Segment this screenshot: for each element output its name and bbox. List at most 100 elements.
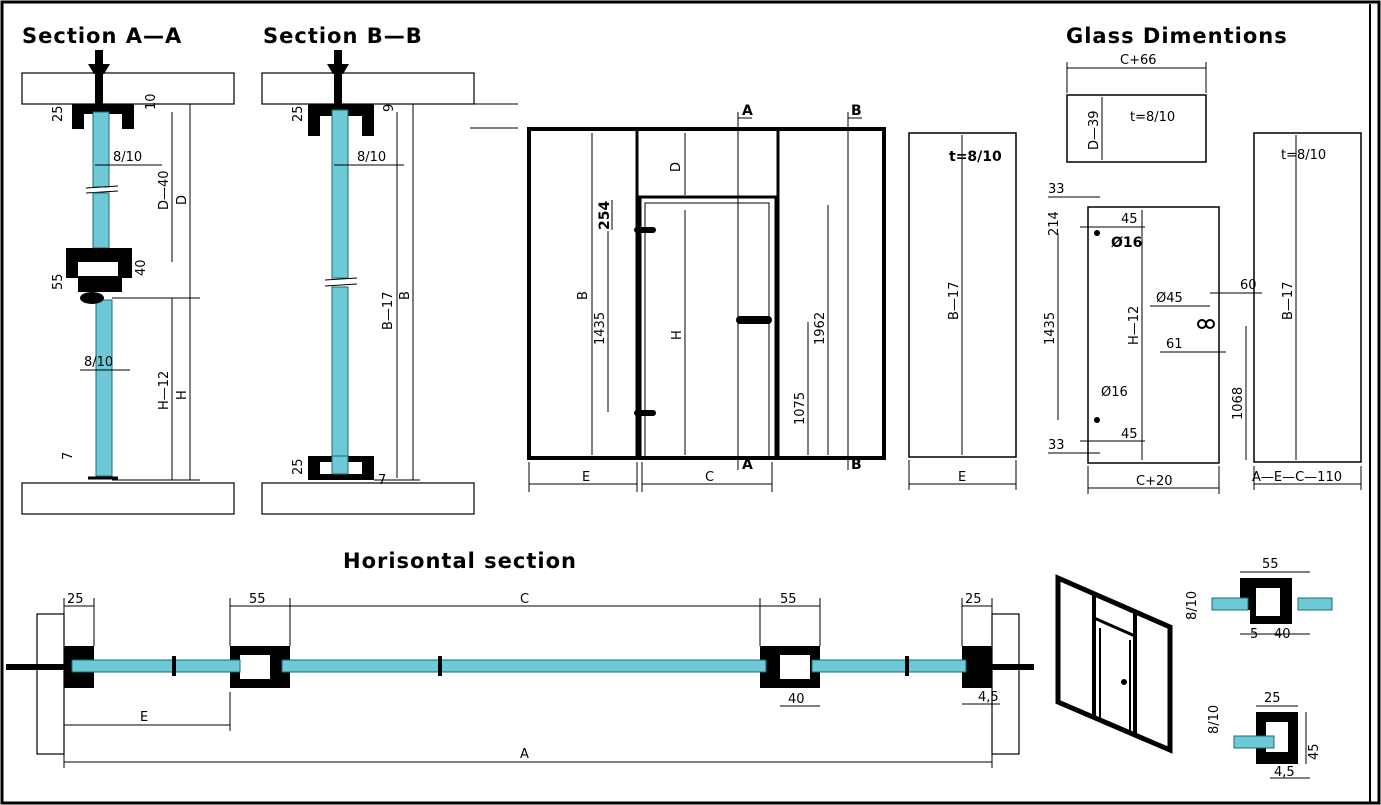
elev-dim-1962: 1962 [813, 312, 828, 345]
elev-dim-1075: 1075 [793, 392, 808, 425]
hz-dim-55-left: 55 [249, 592, 266, 607]
panel-glass-lower [331, 286, 349, 476]
title-glass-dimensions: Glass Dimentions [1066, 24, 1288, 48]
profile-detail-bottom: 25 8/10 45 4,5 [1207, 691, 1322, 780]
side-panel-rect [908, 132, 1017, 458]
horizontal-section: 25 55 C 55 25 E A 40 4,5 [6, 592, 1034, 768]
left-fixed-glass [71, 659, 241, 673]
glass-top-thk: t=8/10 [1130, 110, 1175, 125]
hinge-top [634, 227, 656, 233]
bb-dim-25-bottom: 25 [291, 458, 306, 475]
aa-dim-40: 40 [134, 259, 149, 276]
title-section-bb: Section B—B [263, 24, 423, 48]
glass-side-b-17: B—17 [1281, 282, 1296, 320]
glass-dim-33-top: 33 [1048, 182, 1065, 197]
aa-thk-2: 8/10 [84, 355, 113, 370]
glass-hole-16-top: Ø16 [1111, 235, 1142, 251]
upper-glass [92, 111, 110, 188]
bb-dim-7: 7 [378, 473, 386, 488]
section-bb: 25 9 8/10 B—17 B 25 7 [261, 50, 518, 515]
hz-dim-40: 40 [788, 692, 805, 707]
top-profile-bb [308, 104, 374, 136]
elev-dim-h: H [670, 330, 685, 340]
panel-glass-upper [331, 109, 349, 279]
detail-top-5: 5 [1250, 627, 1258, 642]
front-elevation: A B A B B D 254 1435 H 1962 1075 E C [527, 103, 886, 492]
hz-dim-a: A [520, 747, 529, 762]
side-panel-thk: t=8/10 [949, 149, 1002, 165]
title-section-aa: Section A—A [22, 24, 182, 48]
glass-top-width: C+66 [1120, 53, 1157, 68]
left-wall [36, 613, 65, 755]
section-aa: 25 10 8/10 55 40 8/10 7 D—40 D H—12 H [21, 50, 235, 515]
glass-dimensions: C+66 D—39 t=8/10 33 214 45 Ø16 1435 H—12… [1043, 53, 1362, 494]
hinge-bottom [634, 410, 656, 416]
top-glass-rect [1066, 94, 1207, 163]
glass-top-height: D—39 [1087, 110, 1102, 150]
aa-dim-d: D [175, 195, 190, 205]
glass-dim-45-bottom: 45 [1121, 427, 1138, 442]
elev-dim-c: C [705, 470, 714, 485]
aa-dim-55: 55 [51, 273, 66, 290]
floor-slab-bb [261, 482, 475, 515]
side-panel-e: E [958, 470, 966, 485]
detail-top-40: 40 [1274, 627, 1291, 642]
door-handle [736, 316, 772, 324]
detail-bot-4-5: 4,5 [1274, 765, 1295, 780]
side-panel-b-17: B—17 [947, 282, 962, 320]
bb-dim-9: 9 [382, 104, 397, 112]
door-leaf [638, 195, 778, 460]
elev-dim-254: 254 [597, 201, 613, 230]
title-horizontal-section: Horisontal section [343, 549, 577, 573]
glass-dim-33-bottom: 33 [1048, 438, 1065, 453]
glass-hole-45: Ø45 [1156, 291, 1183, 306]
door-glass [95, 299, 113, 477]
glass-dim-45-top: 45 [1121, 212, 1138, 227]
glass-side-thk: t=8/10 [1281, 148, 1326, 163]
detail-bot-8-10: 8/10 [1207, 705, 1222, 734]
elev-mark-b-top: B [851, 103, 862, 119]
elev-dim-1435: 1435 [593, 312, 608, 345]
ceiling-slab [21, 72, 235, 105]
right-fixed-glass [811, 659, 967, 673]
glass-door-width: C+20 [1136, 474, 1173, 489]
detail-top-55: 55 [1262, 557, 1279, 572]
aa-dim-10: 10 [144, 93, 159, 110]
glass-dim-214: 214 [1047, 211, 1062, 236]
elev-dim-e: E [582, 470, 590, 485]
elev-mark-b-bottom: B [851, 457, 862, 473]
glass-dim-60: 60 [1240, 278, 1257, 293]
ceiling-anchor [95, 50, 103, 110]
hz-dim-55-right: 55 [780, 592, 797, 607]
floor-slab [21, 482, 235, 515]
glass-dim-1068: 1068 [1231, 387, 1246, 420]
elev-mark-a-bottom: A [742, 457, 753, 473]
aa-dim-d-40: D—40 [157, 170, 172, 210]
bb-dim-b-17: B—17 [381, 292, 396, 330]
hz-dim-e: E [140, 710, 148, 725]
aa-dim-h-12: H—12 [157, 371, 172, 410]
bb-thk: 8/10 [357, 150, 386, 165]
aa-dim-25: 25 [51, 105, 66, 122]
hz-dim-25-right: 25 [965, 592, 982, 607]
profile-detail-top: 55 8/10 5 40 [1185, 557, 1333, 642]
isometric-view [1055, 574, 1173, 754]
top-profile [72, 104, 134, 129]
glass-dim-61: 61 [1166, 337, 1183, 352]
detail-top-8-10: 8/10 [1185, 591, 1200, 620]
detail-bot-25: 25 [1264, 691, 1281, 706]
detail-bot-45: 45 [1307, 743, 1322, 760]
right-wall [991, 613, 1020, 755]
door-glass-rect [1087, 206, 1220, 464]
glass-hole-16-bottom: Ø16 [1101, 385, 1128, 400]
hz-dim-25-left: 25 [67, 592, 84, 607]
ceiling-slab-bb [261, 72, 475, 105]
aa-dim-7: 7 [61, 452, 76, 460]
elev-dim-b: B [576, 291, 591, 300]
glass-dim-h-12: H—12 [1127, 306, 1142, 345]
bb-dim-25-top: 25 [291, 105, 306, 122]
hz-dim-c: C [520, 592, 529, 607]
right-wall-profile [962, 646, 992, 688]
glass-dim-1435: 1435 [1043, 312, 1058, 345]
